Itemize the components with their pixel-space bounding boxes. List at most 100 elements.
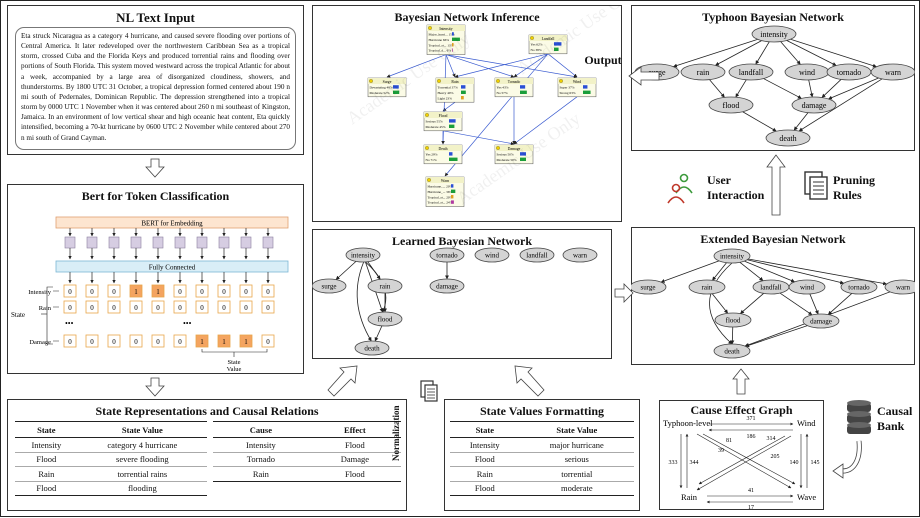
node-landfall-label: landfall (739, 68, 764, 77)
state-cell-value: 0 (90, 338, 94, 346)
state-cell-value: 0 (90, 304, 94, 312)
state-cell (129, 334, 143, 348)
inf-node-title: Tornado (508, 80, 521, 84)
nl-text-body: Eta struck Nicaragua as a category 4 hur… (15, 27, 296, 150)
table-header-cell: State (15, 421, 78, 438)
inf-node-lamp (428, 26, 432, 30)
node-wind-label: wind (800, 283, 815, 291)
node-death (354, 340, 390, 356)
nl-text-panel: NL Text Input (7, 5, 304, 155)
table-cell: Flood (450, 481, 520, 496)
node-landfall-label: landfall (526, 251, 547, 259)
doc-front (809, 176, 828, 200)
database-icon (847, 400, 871, 434)
inf-node-state: Tropical_st... 13% (429, 43, 454, 47)
state-cell-value: 0 (244, 304, 248, 312)
inf-node-bar (393, 90, 400, 94)
table-cell: Flood (308, 437, 401, 453)
arrow-values-to-learned (514, 365, 545, 397)
inf-node-lamp (496, 79, 500, 83)
node-intensity-label: intensity (760, 30, 788, 39)
inf-node-title: Warn (441, 179, 449, 183)
inf-node-header (495, 78, 533, 84)
table-cell: Flood (15, 481, 78, 496)
state-cell-value: 0 (68, 304, 72, 312)
inf-node-state: Yes 43% (497, 86, 509, 90)
values-title: State Values Formatting (480, 404, 604, 418)
state-cell (173, 300, 187, 314)
node-rain-label: rain (380, 282, 391, 290)
edge-wind-damage (808, 79, 814, 98)
node-death-label: death (724, 347, 740, 355)
inf-edge-wind-damage (513, 96, 578, 145)
ceg-num: 371 (747, 416, 756, 422)
inf-node-state: Moderate 52% (370, 91, 390, 95)
inf-node-state: Hurricane_... 20% (428, 185, 453, 189)
state-cell-value: 0 (112, 304, 116, 312)
table-header-cell: Cause (213, 421, 309, 438)
state-bracket (46, 286, 53, 345)
inf-node-bar (520, 85, 526, 89)
inf-node-state: No 71% (426, 158, 437, 162)
node-surge (312, 278, 347, 294)
state-cell-value: 1 (222, 338, 226, 346)
node-flood-label: flood (726, 316, 741, 324)
table-cell: serious (519, 452, 634, 467)
ceg-num: 314 (767, 436, 776, 442)
inf-edge-landfall-wind (547, 53, 578, 78)
state-cell-value: 0 (200, 288, 204, 296)
state-cell (107, 334, 121, 348)
inf-node-bar (451, 189, 456, 193)
node-wind-label: wind (799, 68, 815, 77)
state-cell-value: 0 (156, 338, 160, 346)
state-cell-value: 1 (200, 338, 204, 346)
node-intensity (345, 247, 381, 263)
inf-node-bar (449, 124, 455, 128)
typhoon-title: Typhoon Bayesian Network (702, 10, 844, 24)
ceg-edge-wind-rain-2 (698, 435, 786, 485)
inf-node-title: Intensity (439, 27, 452, 31)
state-cell (195, 334, 209, 348)
inf-node-title: Death (438, 147, 447, 151)
inf-edge-intensity-surge (386, 54, 447, 78)
arrow-bank-to-ceg-head (832, 463, 844, 479)
fully-connected-box (55, 260, 289, 273)
user-interaction-label: User Interaction (707, 173, 765, 202)
state-cell (239, 284, 253, 298)
inf-node-bar (452, 48, 453, 52)
extended-title: Extended Bayesian Network (700, 232, 846, 246)
table-header-cell: State Value (519, 421, 634, 438)
user-interaction-icon (667, 173, 693, 204)
node-tornado-label: tornado (848, 283, 870, 291)
person-head-red (671, 183, 681, 193)
table-cell: Flood (15, 452, 78, 467)
inf-node-bar (520, 152, 526, 156)
inf-node-state: Super 37% (560, 86, 575, 90)
edge-intensity-surge (335, 261, 357, 280)
inf-node-lamp (369, 79, 373, 83)
inf-node-title: Damage (508, 147, 521, 151)
row-dots-left: ••• (65, 319, 74, 328)
node-damage (791, 96, 837, 114)
node-wind (474, 247, 510, 263)
table-cell: Rain (15, 466, 78, 482)
normalization-icon (420, 380, 438, 402)
edge-flood-death (374, 325, 383, 342)
state-cell (129, 300, 143, 314)
fully-connected-label: Fully Connected (149, 264, 196, 272)
inf-node-state: Serious 55% (426, 120, 443, 124)
inf-node-state: Heavy 40% (438, 91, 454, 95)
row-label-intensity: Intensity (28, 289, 51, 296)
state-cell-value: 0 (178, 304, 182, 312)
inf-node-state: Yes 29% (426, 153, 438, 157)
node-damage-label: damage (810, 317, 832, 325)
edge-intensity-rain (712, 262, 727, 281)
node-flood-label: flood (378, 315, 393, 323)
inf-node-bar (451, 195, 454, 199)
